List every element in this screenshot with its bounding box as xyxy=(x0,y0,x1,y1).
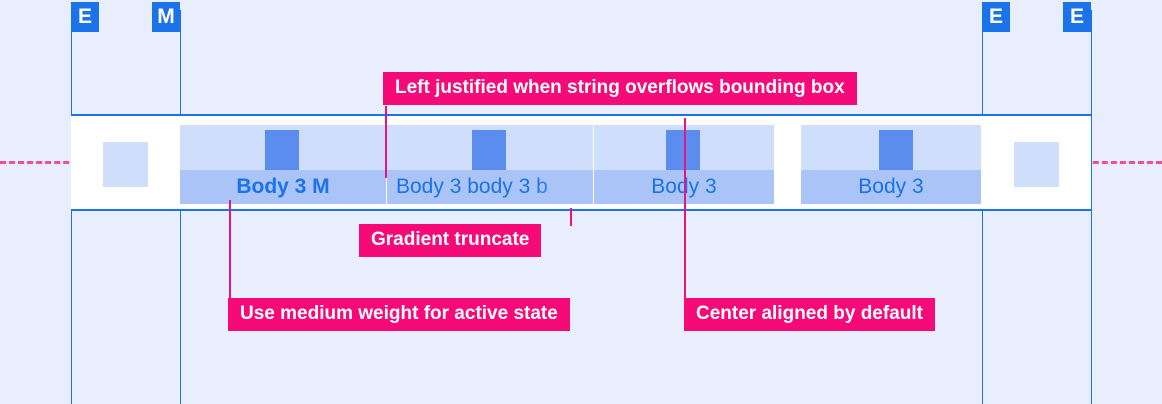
guide-line-4 xyxy=(1091,10,1092,404)
icon-placeholder xyxy=(1014,142,1059,187)
icon-placeholder xyxy=(879,130,913,170)
tab-body-3-overflow[interactable]: Body 3 body 3 b xyxy=(387,118,593,211)
tab-lower-region xyxy=(387,170,593,204)
icon-placeholder xyxy=(472,130,506,170)
tab-label: Body 3 M xyxy=(236,175,330,198)
tab-surface: Body 3 xyxy=(801,125,981,204)
icon-placeholder xyxy=(265,130,299,170)
callout-left-justified: Left justified when string overflows bou… xyxy=(383,72,857,105)
callout-leader-left-justified xyxy=(385,106,387,178)
tab-label: Body 3 body 3 b xyxy=(396,175,548,198)
callout-leader-medium-weight xyxy=(229,200,231,300)
icon-placeholder xyxy=(666,130,700,170)
callout-leader-center-aligned xyxy=(684,118,686,300)
tab-body-3-center-b[interactable]: Body 3 xyxy=(801,118,981,211)
tab-surface: Body 3 body 3 b xyxy=(387,125,593,204)
tab-lower-region xyxy=(180,170,386,204)
marker-e-right-inner: E xyxy=(982,2,1010,32)
callout-gradient-truncate: Gradient truncate xyxy=(359,224,542,257)
callout-center-aligned: Center aligned by default xyxy=(684,298,935,331)
callout-medium-weight: Use medium weight for active state xyxy=(228,298,570,331)
marker-m-left-inner: M xyxy=(152,2,180,32)
tab-icon-only-left[interactable] xyxy=(71,118,180,211)
tab-label: Body 3 xyxy=(858,175,924,198)
icon-placeholder xyxy=(103,142,148,187)
tab-body-3-m[interactable]: Body 3 M xyxy=(180,118,386,211)
tab-surface: Body 3 M xyxy=(180,125,386,204)
tab-icon-only-right[interactable] xyxy=(982,118,1091,211)
tab-lower-region xyxy=(801,170,981,204)
marker-e-right-outer: E xyxy=(1063,2,1091,32)
marker-e-left-outer: E xyxy=(71,2,99,32)
tab-label: Body 3 xyxy=(651,175,717,198)
tab-bar-component: Body 3 M Body 3 body 3 b Body 3 xyxy=(71,114,1091,211)
callout-leader-gradient-truncate xyxy=(570,208,572,226)
